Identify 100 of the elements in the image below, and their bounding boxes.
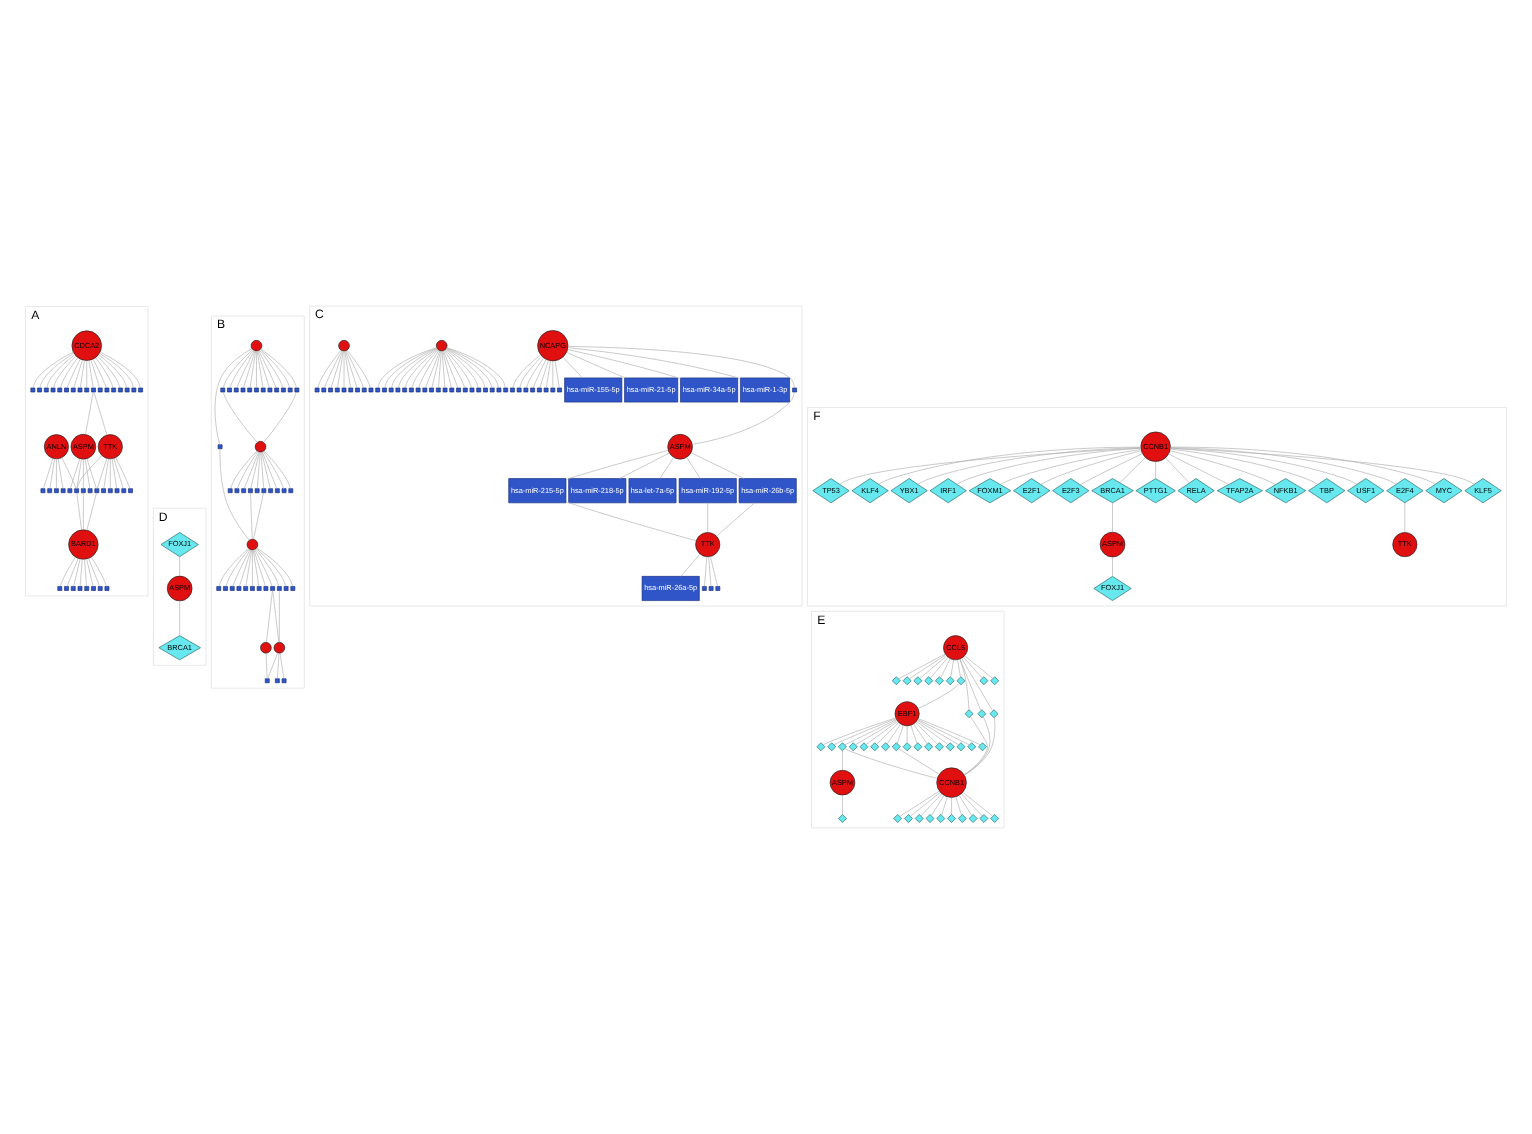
node-diamond [827, 742, 837, 752]
node-diamond [925, 814, 935, 823]
connector [659, 457, 674, 479]
node-box [530, 387, 535, 393]
connector [444, 349, 472, 389]
connector [917, 683, 960, 709]
node-box [128, 488, 133, 494]
node-box [260, 387, 266, 393]
connector [272, 590, 280, 643]
node-box [138, 387, 143, 393]
connector [876, 722, 899, 745]
connector [961, 793, 983, 817]
connector [1119, 457, 1146, 483]
connector [445, 348, 486, 389]
node-box [217, 444, 223, 450]
connector [230, 450, 258, 489]
node-diamond [891, 676, 901, 686]
connector [255, 548, 287, 587]
node-box [261, 488, 267, 494]
node-box [287, 387, 293, 393]
connector [441, 350, 446, 389]
connector [344, 350, 351, 389]
node-box [281, 488, 287, 494]
node-box [43, 387, 49, 393]
connector [1112, 556, 1113, 577]
connector [343, 350, 345, 389]
node-diamond [848, 742, 858, 752]
node-box [64, 586, 69, 591]
node-box [234, 488, 240, 494]
node-box [247, 387, 253, 393]
node-box [233, 387, 239, 393]
node-box [84, 586, 90, 591]
node-box [510, 387, 515, 393]
connector [225, 548, 250, 587]
connector [86, 558, 94, 587]
connector [279, 652, 285, 679]
node-diamond [838, 742, 847, 752]
connector [39, 353, 75, 389]
connector [99, 353, 134, 389]
node-box [290, 586, 296, 591]
connector [324, 350, 343, 389]
node-box [107, 488, 113, 494]
connector [906, 725, 908, 744]
node-box [40, 488, 46, 494]
connector [345, 350, 358, 389]
node-box [256, 586, 262, 591]
connector [337, 350, 344, 389]
node-diamond [968, 814, 978, 823]
node-box [557, 387, 562, 393]
connector [256, 350, 257, 389]
connector [66, 359, 81, 389]
connector [236, 350, 255, 389]
node-box [101, 488, 106, 494]
node-diamond [979, 814, 989, 823]
node-box [121, 488, 127, 494]
node-diamond [902, 742, 912, 752]
connector [253, 549, 266, 587]
node-box [550, 387, 556, 393]
connector [267, 652, 278, 679]
node-box [57, 586, 63, 591]
connector [61, 457, 77, 489]
connector [243, 451, 260, 489]
node-box [97, 387, 103, 393]
node-box [87, 488, 93, 494]
node-box [449, 387, 455, 393]
node-circle [273, 642, 286, 654]
node-diamond [893, 814, 903, 823]
connector [237, 451, 259, 489]
node-box [268, 488, 273, 494]
node-box [402, 387, 407, 393]
connector [443, 350, 459, 389]
connector [565, 450, 669, 480]
connector [512, 354, 541, 389]
node-box [30, 387, 36, 393]
node-box [395, 387, 401, 393]
connector [959, 658, 982, 711]
node-diamond [870, 742, 880, 752]
node-box [294, 387, 300, 393]
connector [1079, 453, 1143, 485]
node-circle [254, 441, 267, 453]
node-diamond [935, 742, 944, 752]
connector [917, 719, 970, 746]
node-box [422, 387, 428, 393]
node-box [715, 586, 721, 591]
node-box [267, 387, 273, 393]
connector [254, 549, 273, 587]
connector [707, 502, 709, 533]
connector [90, 556, 107, 587]
node-box [60, 488, 66, 494]
connector [214, 348, 253, 445]
node-box [388, 387, 394, 393]
connector [76, 492, 82, 531]
connector [920, 793, 942, 817]
connector [86, 458, 97, 489]
node-box [792, 387, 797, 393]
connector [252, 549, 253, 587]
connector [261, 451, 271, 489]
node-box [50, 387, 56, 393]
node-box [277, 586, 282, 591]
connector [243, 350, 256, 389]
